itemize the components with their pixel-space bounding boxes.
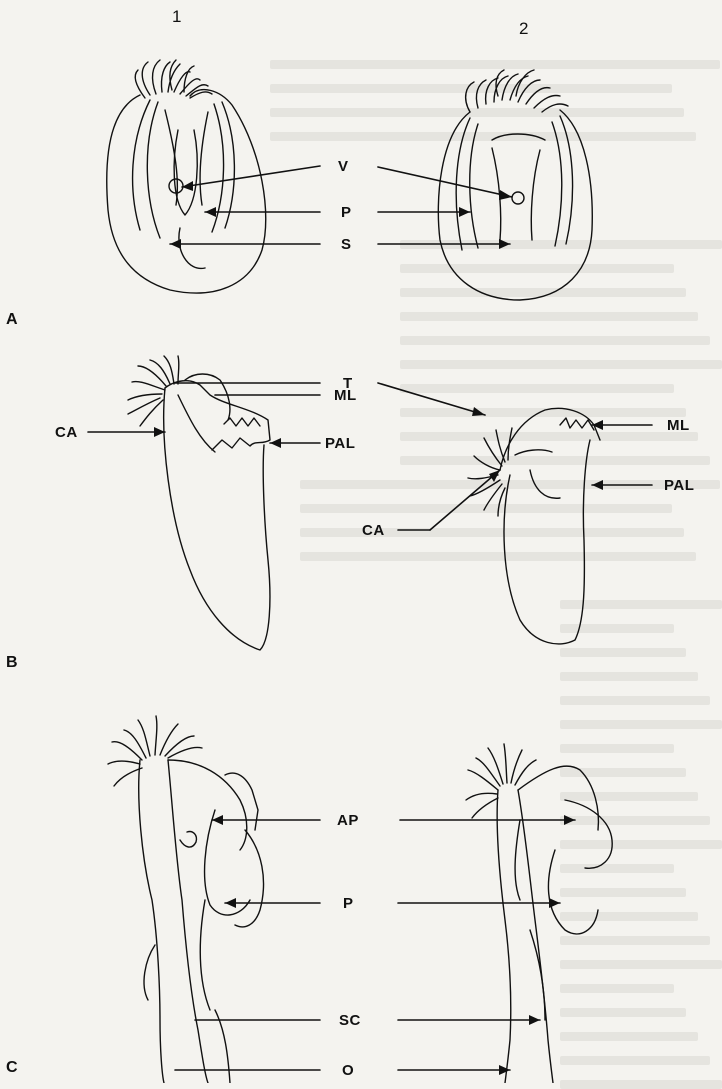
label-ml-left: ML xyxy=(334,388,357,403)
panel-label-b: B xyxy=(6,655,18,671)
label-o: O xyxy=(342,1063,354,1078)
label-v: V xyxy=(338,159,349,174)
label-sc: SC xyxy=(339,1013,361,1028)
panel-label-c: C xyxy=(6,1060,18,1076)
leader-lines xyxy=(88,166,652,1070)
label-pal-right: PAL xyxy=(664,478,694,493)
label-pal-left: PAL xyxy=(325,436,355,451)
flower-a1-drawing xyxy=(107,60,266,293)
flower-c2-drawing xyxy=(466,744,612,1083)
panel-label-a: A xyxy=(6,312,18,328)
column-label-2: 2 xyxy=(519,20,528,37)
label-p: P xyxy=(341,205,352,220)
label-ml-right: ML xyxy=(667,418,690,433)
arrowheads xyxy=(154,181,603,1075)
label-ca-left: CA xyxy=(55,425,78,440)
label-p-c: P xyxy=(343,896,354,911)
label-ap: AP xyxy=(337,813,359,828)
flower-c1-drawing xyxy=(108,716,264,1083)
label-ca-right: CA xyxy=(362,523,385,538)
label-s: S xyxy=(341,237,352,252)
flower-b1-drawing xyxy=(128,356,270,650)
flower-b2-drawing xyxy=(468,408,600,644)
column-label-1: 1 xyxy=(172,8,181,25)
